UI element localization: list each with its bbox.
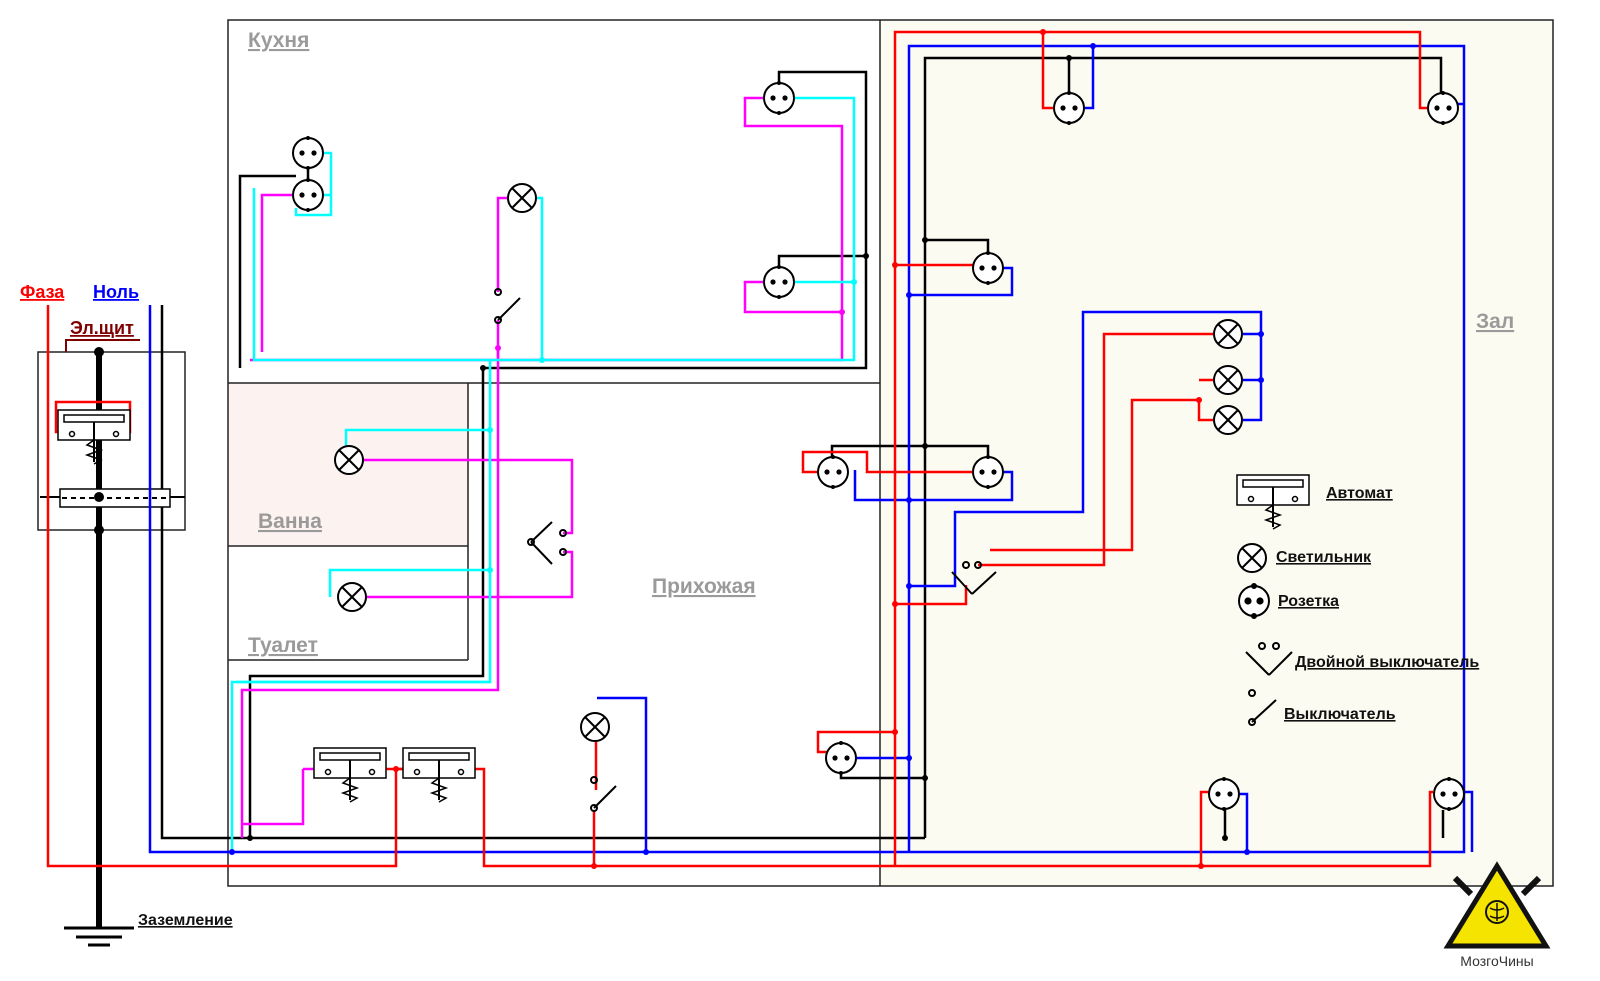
breaker-icon xyxy=(402,747,476,803)
socket-icon xyxy=(763,80,795,116)
panel-label-leader xyxy=(65,339,140,352)
socket-icon xyxy=(1433,776,1465,812)
ground-busbar xyxy=(59,488,171,508)
room-label-kitchen: Кухня xyxy=(248,29,309,52)
logo-text: МозгоЧины xyxy=(1460,953,1533,969)
socket-icon xyxy=(292,135,324,171)
neutral-label: Ноль xyxy=(93,282,139,302)
lamp-icon xyxy=(1237,543,1267,573)
breaker-icon xyxy=(313,747,387,803)
lamp-icon xyxy=(334,445,364,475)
lamp-icon xyxy=(337,582,367,612)
ground-label: Заземление xyxy=(138,912,233,929)
room-label-living: Зал xyxy=(1476,310,1514,333)
room-label-bath: Ванна xyxy=(258,510,322,533)
switches xyxy=(494,288,1293,812)
room-label-toilet: Туалет xyxy=(248,634,318,657)
lamp-icon xyxy=(1213,319,1243,349)
lamp-icon xyxy=(580,712,610,742)
socket-icon xyxy=(972,454,1004,490)
breaker-icon xyxy=(57,409,131,465)
legend-switch: Выключатель xyxy=(1284,706,1396,723)
junction-dots xyxy=(94,29,1264,869)
phase-label: Фаза xyxy=(20,282,65,302)
neutral-alt-wiring xyxy=(230,96,856,852)
room-label-hall: Прихожая xyxy=(652,575,756,598)
lamp-icon xyxy=(1213,405,1243,435)
socket-icon xyxy=(1238,583,1270,619)
lamp-icon xyxy=(1213,365,1243,395)
socket-icon xyxy=(817,454,849,490)
legend-lamp: Светильник xyxy=(1276,549,1372,566)
socket-icon xyxy=(1208,776,1240,812)
legend-breaker: Автомат xyxy=(1326,485,1393,502)
socket-icon xyxy=(763,264,795,300)
room-walls xyxy=(37,19,1554,887)
socket-icon xyxy=(1427,90,1459,126)
legend-double-switch: Двойной выключатель xyxy=(1295,654,1479,671)
living-room-floor xyxy=(880,20,1553,886)
lamp-icon xyxy=(507,183,537,213)
socket-icon xyxy=(825,740,857,776)
socket-icon xyxy=(972,250,1004,286)
panel-label: Эл.щит xyxy=(70,318,134,338)
socket-icon xyxy=(1053,90,1085,126)
legend-socket: Розетка xyxy=(1278,593,1339,610)
socket-icon xyxy=(292,177,324,213)
logo: МозгоЧины xyxy=(1443,861,1551,969)
